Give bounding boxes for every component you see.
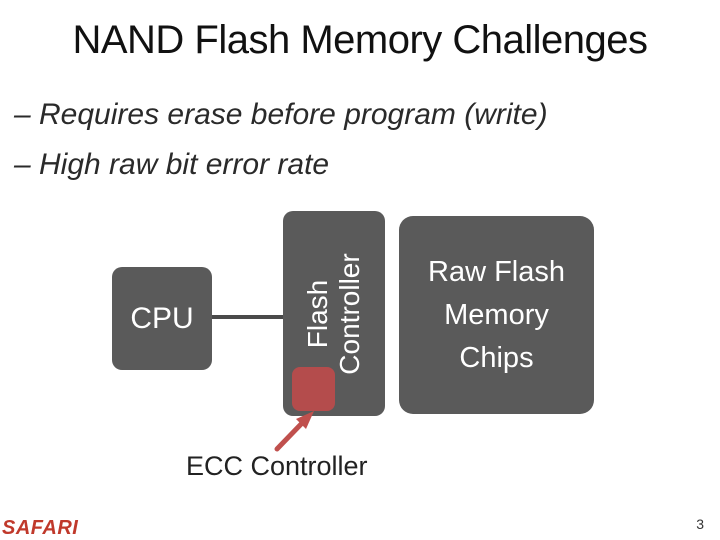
safari-logo: SAFARI — [2, 517, 79, 539]
flash-chips-box: Raw Flash Memory Chips — [399, 216, 594, 414]
slide-title: NAND Flash Memory Challenges — [72, 18, 648, 62]
flash-controller-label-line2: Controller — [334, 252, 365, 375]
flash-chips-label-line2: Memory — [444, 298, 549, 331]
ecc-controller-label: ECC Controller — [186, 451, 368, 481]
flash-controller-label: Flash Controller — [302, 253, 366, 374]
ecc-controller-chip — [292, 367, 335, 411]
flash-controller-label-line1: Flash — [302, 279, 333, 348]
cpu-box: CPU — [112, 267, 212, 370]
flash-chips-label-line3: Chips — [459, 341, 534, 374]
page-number: 3 — [696, 516, 704, 532]
flash-chips-label-line1: Raw Flash — [428, 255, 565, 288]
cpu-controller-link — [212, 315, 284, 319]
bullet-erase-before-program: – Requires erase before program (write) — [14, 98, 548, 131]
flash-chips-label: Raw Flash Memory Chips — [428, 251, 565, 380]
cpu-label: CPU — [130, 301, 194, 335]
bullet-high-error-rate: – High raw bit error rate — [14, 148, 330, 181]
